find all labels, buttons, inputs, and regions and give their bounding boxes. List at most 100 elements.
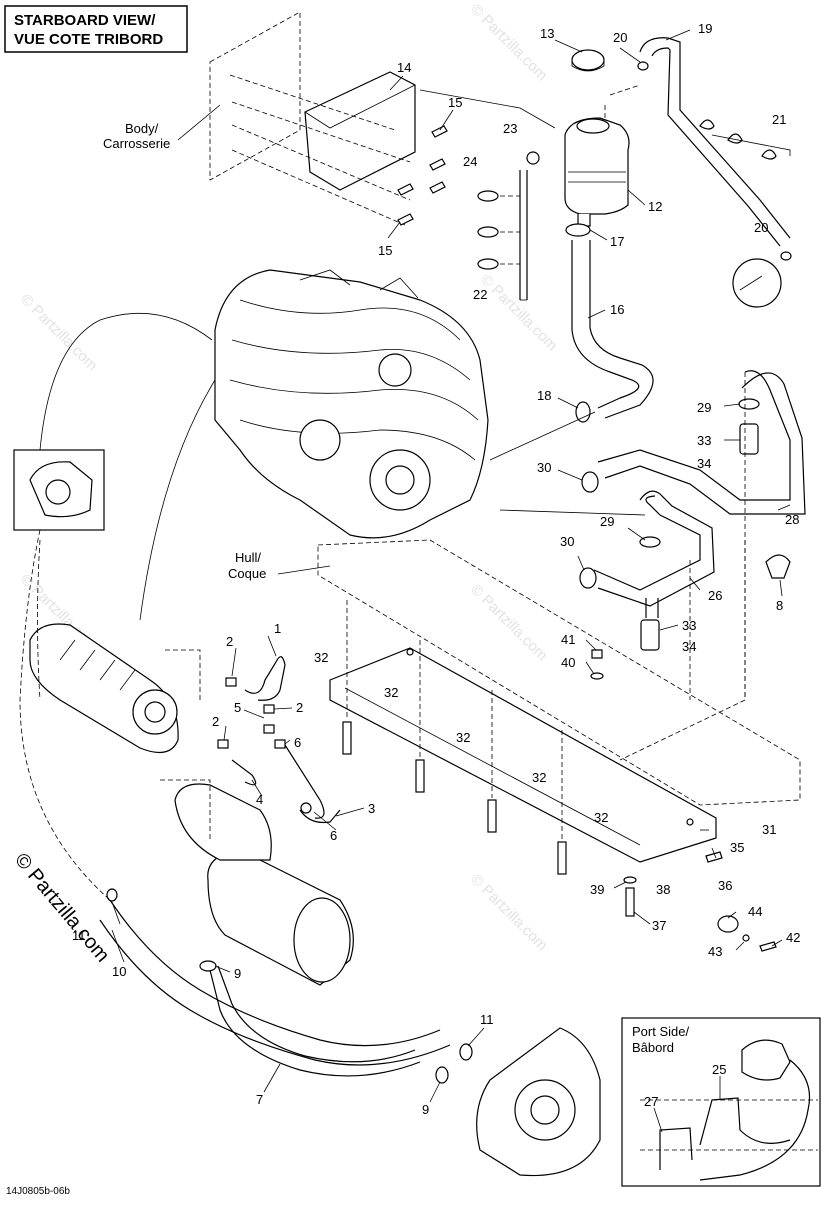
callout: 6 <box>330 828 337 843</box>
clamp-18 <box>575 401 591 423</box>
watermark-text-dark: © Partzilla.com <box>10 849 113 966</box>
plate-bolts <box>342 600 567 875</box>
callout: 2 <box>226 634 233 649</box>
callout: 9 <box>234 966 241 981</box>
callout: 32 <box>314 650 328 665</box>
view-title-line2: VUE COTE TRIBORD <box>14 31 163 48</box>
callout: 32 <box>456 730 470 745</box>
callout: 27 <box>644 1094 658 1109</box>
reservoir-hose <box>571 240 654 419</box>
vent-tube <box>519 170 528 301</box>
gasket-8 <box>765 554 791 579</box>
callout: 15 <box>378 243 392 258</box>
fitting-33-lower <box>640 619 660 651</box>
port-label-en: Port Side/ <box>632 1024 689 1039</box>
routing-lines <box>19 84 746 901</box>
port-label-fr: Bâbord <box>632 1040 674 1055</box>
engine <box>214 269 489 539</box>
callout: 31 <box>762 822 776 837</box>
hose-26 <box>593 490 715 618</box>
clamp-29-lower <box>639 536 661 548</box>
fitting-33-upper <box>738 398 760 455</box>
callout: 10 <box>112 964 126 979</box>
hardware-set <box>590 649 723 917</box>
pump-housing <box>476 1027 601 1177</box>
callout: 29 <box>600 514 614 529</box>
callout: 21 <box>772 112 786 127</box>
inset-detail <box>13 449 105 531</box>
callout: 37 <box>652 918 666 933</box>
muffler <box>174 783 354 986</box>
screw-set <box>397 125 448 226</box>
grommet-set <box>717 915 777 952</box>
small-hoses <box>231 656 341 824</box>
callout: 36 <box>718 878 732 893</box>
callout: 4 <box>256 792 263 807</box>
hose-clips <box>699 119 791 160</box>
hull-label-fr: Coque <box>228 566 266 581</box>
clamp-30-lower <box>579 567 597 589</box>
figure-code: 14J0805b-06b <box>6 1186 70 1197</box>
callout: 28 <box>785 512 799 527</box>
callout: 32 <box>384 685 398 700</box>
callout: 41 <box>561 632 575 647</box>
body-label-en: Body/ <box>125 121 159 136</box>
callout: 26 <box>708 588 722 603</box>
mounting-plate <box>329 647 717 863</box>
callout: 23 <box>503 121 517 136</box>
callout: 11 <box>480 1012 494 1027</box>
callout: 12 <box>648 199 662 214</box>
hose-detail-circle <box>732 258 782 308</box>
callout: 20 <box>754 220 768 235</box>
callout: 30 <box>560 534 574 549</box>
body-panel: Body/ Carrosserie <box>103 11 301 181</box>
callout: 29 <box>697 400 711 415</box>
callout: 43 <box>708 944 722 959</box>
tie-straps <box>477 190 520 270</box>
callout: 20 <box>613 30 627 45</box>
view-title-line1: STARBOARD VIEW/ <box>14 12 156 29</box>
coolant-reservoir <box>564 117 630 227</box>
callout: 16 <box>610 302 624 317</box>
callout: 6 <box>294 735 301 750</box>
overflow-hose <box>637 37 792 261</box>
callout: 24 <box>463 154 477 169</box>
watermark-text: © Partzilla.com <box>467 1 550 84</box>
callout: 33 <box>697 433 711 448</box>
callout: 1 <box>274 621 281 636</box>
reservoir-cap <box>571 49 605 72</box>
callout: 14 <box>397 60 411 75</box>
callout: 11 <box>72 928 86 943</box>
clamps-9-11 <box>106 888 473 1084</box>
small-fittings <box>217 677 312 814</box>
callout: 3 <box>368 801 375 816</box>
callout: 19 <box>698 21 712 36</box>
callout: 34 <box>697 456 711 471</box>
callout: 40 <box>561 655 575 670</box>
callout: 13 <box>540 26 554 41</box>
clamp-17 <box>565 223 591 237</box>
callout-numbers: 14 15 15 13 20 19 23 24 12 17 21 20 22 1… <box>72 21 800 1117</box>
clamp-30-upper <box>581 471 599 493</box>
callout: 2 <box>296 700 303 715</box>
callout: 5 <box>234 700 241 715</box>
watermark-text: © Partzilla.com <box>467 871 550 954</box>
callout: 44 <box>748 904 762 919</box>
callout: 2 <box>212 714 219 729</box>
watermark-text: © Partzilla.com <box>17 291 100 374</box>
callout: 32 <box>594 810 608 825</box>
leader-lines <box>111 29 791 1133</box>
callout: 34 <box>682 639 696 654</box>
watermark-text: © Partzilla.com <box>477 271 560 354</box>
callout: 32 <box>532 770 546 785</box>
reservoir-bracket <box>229 71 416 226</box>
callout: 8 <box>776 598 783 613</box>
callout: 7 <box>256 1092 263 1107</box>
watermark-text: © Partzilla.com <box>467 581 550 664</box>
callout: 15 <box>448 95 462 110</box>
clamp-23 <box>526 151 540 165</box>
body-label-fr: Carrosserie <box>103 136 170 151</box>
port-side-inset: Port Side/ Bâbord <box>621 1017 821 1187</box>
callout: 9 <box>422 1102 429 1117</box>
